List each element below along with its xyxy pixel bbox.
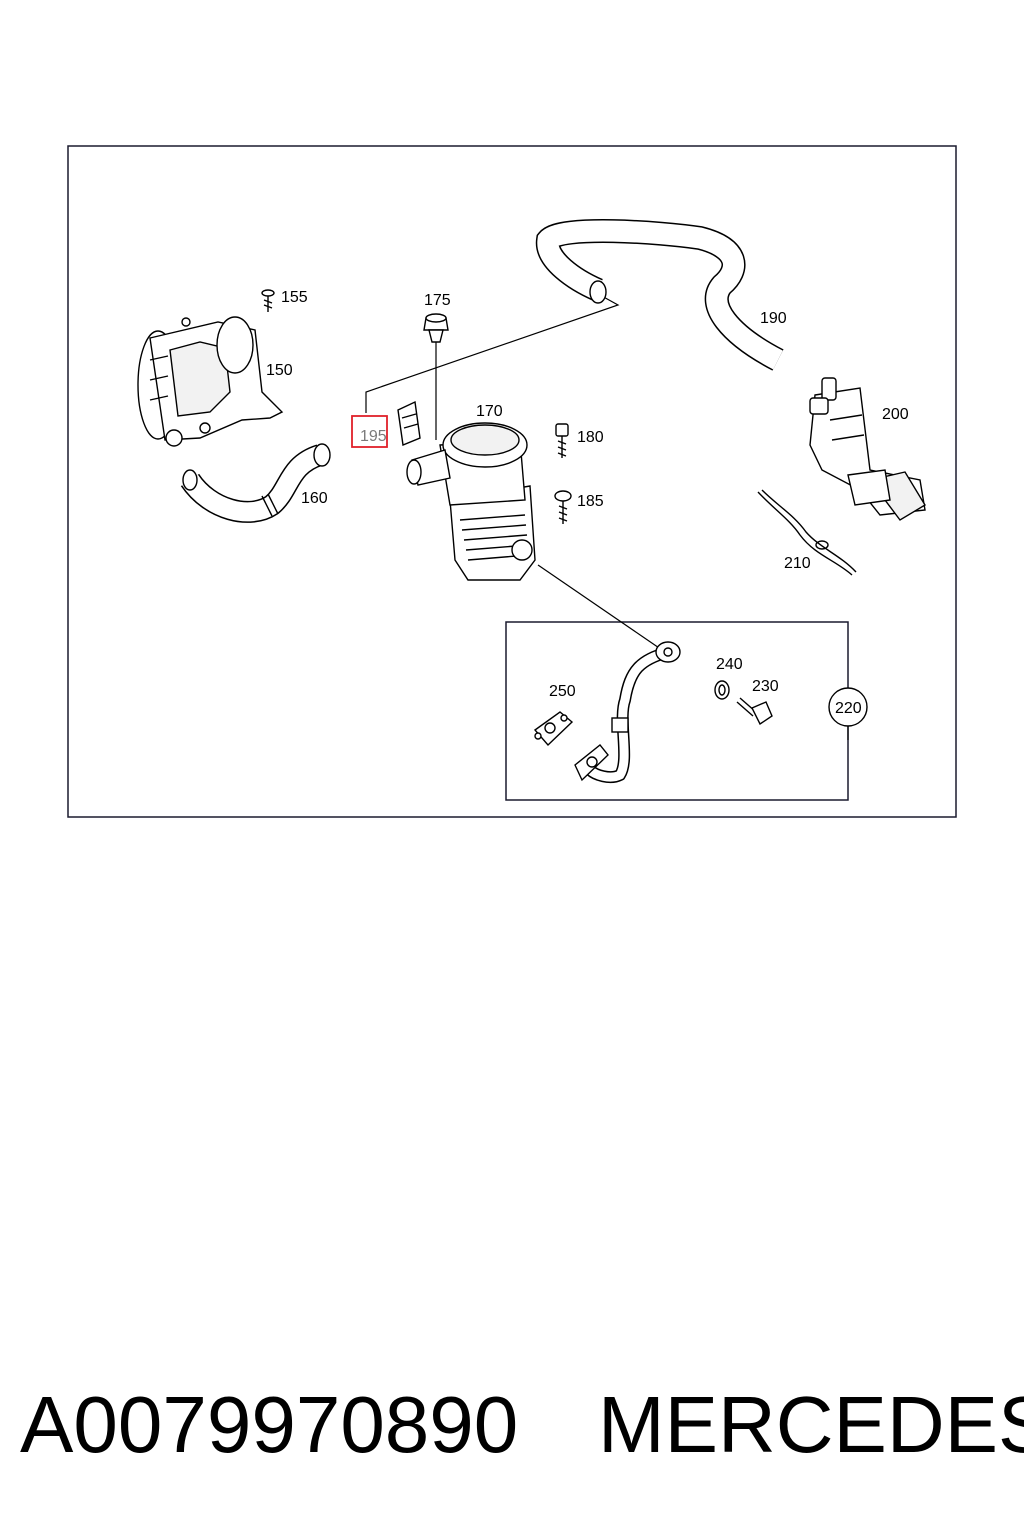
seal-ring-part-240[interactable] bbox=[714, 680, 730, 700]
callout-label-160: 160 bbox=[301, 490, 328, 507]
callout-label-240: 240 bbox=[716, 656, 743, 673]
highlight-box-195 bbox=[351, 415, 388, 448]
callout-label-185: 185 bbox=[577, 493, 604, 510]
pipe-part-220[interactable] bbox=[574, 641, 681, 784]
air-pump-part-150[interactable] bbox=[137, 316, 284, 447]
brand-name: MERCEDES bbox=[598, 1380, 1024, 1469]
callout-label-150: 150 bbox=[266, 362, 293, 379]
callout-label-170: 170 bbox=[476, 403, 503, 420]
nut-part-175[interactable] bbox=[423, 313, 449, 343]
hose-part-190[interactable] bbox=[535, 219, 784, 371]
callout-label-190: 190 bbox=[760, 310, 787, 327]
callout-label-155: 155 bbox=[281, 289, 308, 306]
bolt-part-230[interactable] bbox=[736, 697, 773, 726]
callout-label-230: 230 bbox=[752, 678, 779, 695]
bolt-part-180[interactable] bbox=[555, 423, 569, 458]
callout-circle-220 bbox=[828, 687, 868, 727]
callout-label-200: 200 bbox=[882, 406, 909, 423]
callout-label-250: 250 bbox=[549, 683, 576, 700]
gasket-part-210[interactable] bbox=[757, 489, 857, 576]
leader-lines bbox=[365, 294, 849, 740]
callout-label-195: 195 bbox=[360, 428, 387, 445]
callout-label-175: 175 bbox=[424, 292, 451, 309]
hose-part-160[interactable] bbox=[180, 443, 331, 523]
exploded-parts-diagram: 155 150 160 175 170 180 185 190 200 210 … bbox=[67, 145, 957, 818]
callout-label-180: 180 bbox=[577, 429, 604, 446]
callout-label-220: 220 bbox=[835, 700, 862, 717]
screw-part-155[interactable] bbox=[261, 289, 275, 312]
switchover-valve-part-200[interactable] bbox=[809, 377, 926, 521]
part-number: A0079970890 bbox=[20, 1380, 519, 1469]
callout-label-210: 210 bbox=[784, 555, 811, 572]
valve-part-170[interactable] bbox=[406, 422, 536, 581]
screw-part-185[interactable] bbox=[554, 490, 572, 524]
diagram-frame bbox=[67, 145, 957, 818]
gasket-part-250[interactable] bbox=[533, 711, 574, 747]
clip-part-195[interactable] bbox=[397, 400, 421, 446]
